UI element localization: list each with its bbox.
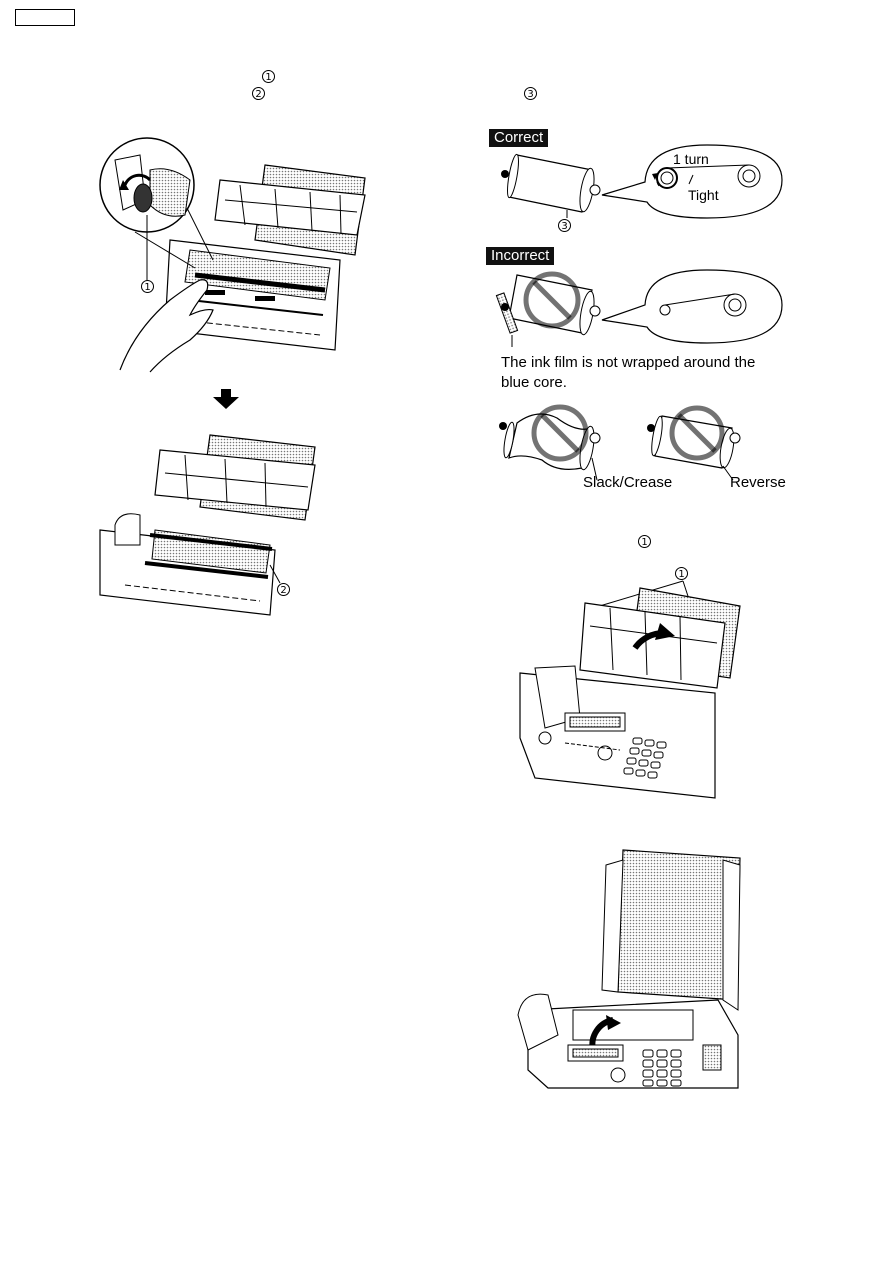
step-marker-2: 2	[252, 87, 265, 100]
correct-callout-3: 3	[558, 219, 571, 232]
figure-turning-gear	[99, 137, 366, 373]
step-marker-close: 1	[638, 535, 651, 548]
not-wrapped-note-line2: blue core.	[501, 374, 567, 391]
figure-roll-installed	[99, 434, 316, 616]
slack-crease-label: Slack/Crease	[583, 474, 673, 491]
fig1-callout-1: 1	[141, 280, 154, 293]
step-marker-1: 1	[262, 70, 275, 83]
correct-label: Correct	[489, 129, 549, 147]
slack-reverse-figure	[499, 404, 741, 481]
not-wrapped-note-line1: The ink film is not wrapped around the	[501, 354, 756, 371]
figure-paper-loaded	[517, 849, 741, 1089]
one-turn-label: 1 turn	[673, 151, 709, 167]
correct-roll-figure	[501, 144, 783, 219]
incorrect-label: Incorrect	[486, 247, 555, 265]
fig-close-callout-1: 1	[675, 567, 688, 580]
fig2-callout-2: 2	[277, 583, 290, 596]
down-arrow-icon	[213, 389, 239, 409]
incorrect-roll-figure	[495, 269, 783, 347]
header-box	[15, 9, 75, 26]
reverse-label: Reverse	[730, 474, 786, 491]
tight-label: Tight	[688, 187, 719, 203]
step-marker-3: 3	[524, 87, 537, 100]
figure-close-cabinet	[519, 580, 741, 799]
